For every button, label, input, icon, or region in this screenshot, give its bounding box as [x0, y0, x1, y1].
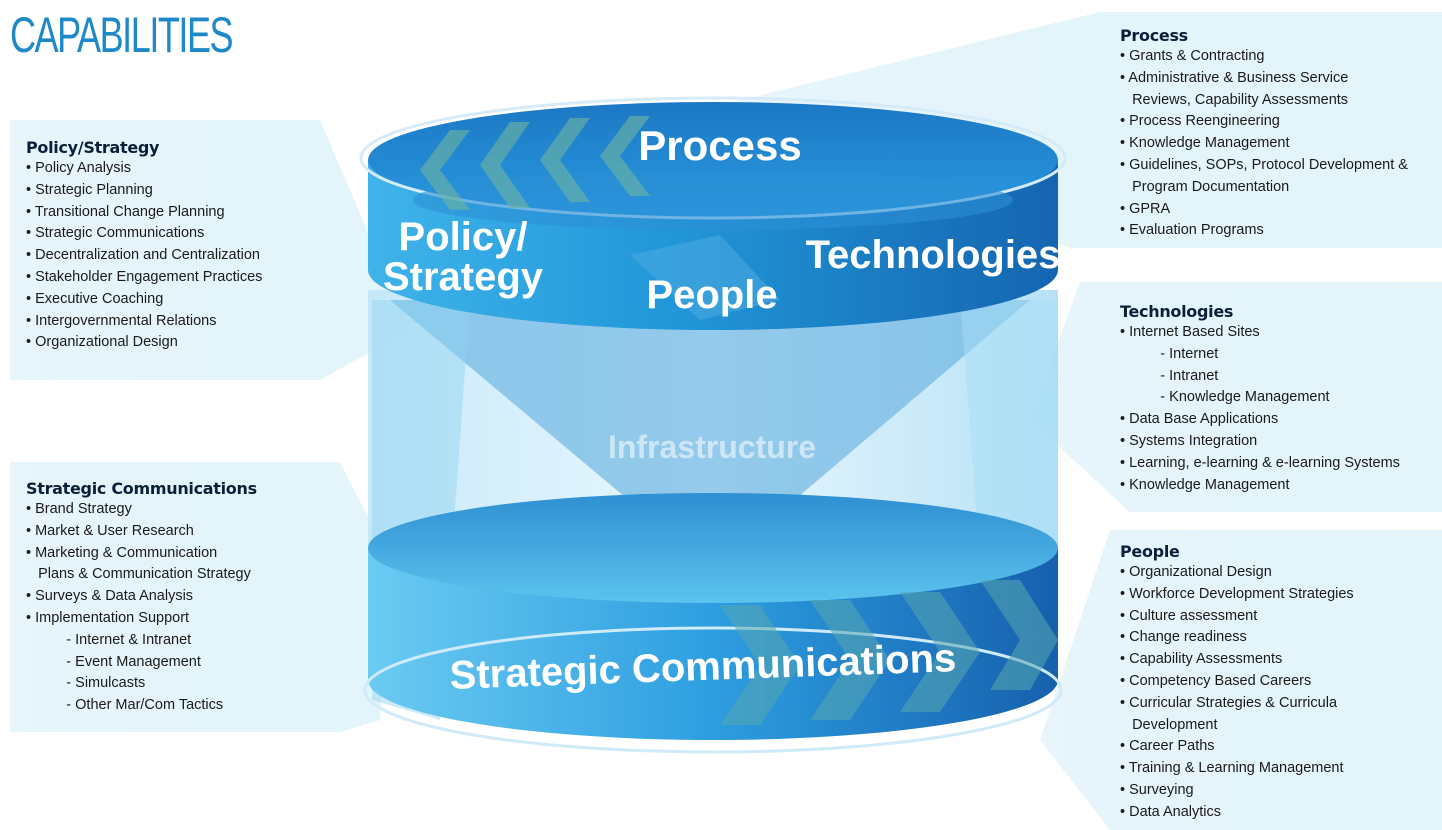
- process-list: • Grants & Contracting • Administrative &…: [1120, 46, 1442, 242]
- infrastructure-label: Infrastructure: [608, 429, 816, 465]
- list-item: • Career Paths: [1120, 738, 1215, 755]
- list-item: - Event Management: [26, 653, 201, 670]
- list-item: • Surveys & Data Analysis: [26, 588, 194, 605]
- list-item: • Data Base Applications: [1120, 411, 1279, 428]
- list-item: Plans & Communication Strategy: [26, 566, 251, 583]
- callout-technologies: [1030, 282, 1442, 512]
- strategic-communications-panel: Strategic Communications • Brand Strateg…: [10, 462, 350, 732]
- process-panel: Process • Grants & Contracting • Administ…: [1100, 12, 1442, 248]
- list-item: • Internet Based Sites: [1120, 324, 1260, 340]
- list-item: - Internet: [1120, 345, 1219, 362]
- callout-policy: [10, 120, 410, 380]
- list-item: Reviews, Capability Assessments: [1120, 91, 1349, 108]
- policy-strategy-panel: Policy/Strategy • Policy Analysis • Strat…: [10, 120, 320, 380]
- technologies-heading: Technologies: [1120, 302, 1234, 321]
- list-item: • Workforce Development Strategies: [1120, 585, 1354, 602]
- list-item: - Simulcasts: [26, 675, 146, 692]
- list-item: • Brand Strategy: [26, 501, 132, 517]
- list-item: • Strategic Communications: [26, 225, 205, 242]
- callout-connectors: [10, 12, 1442, 830]
- list-item: • Evaluation Programs: [1120, 222, 1264, 239]
- bottom-band-top: [368, 493, 1058, 603]
- list-item: • Process Reengineering: [1120, 113, 1280, 130]
- list-item: • Transitional Change Planning: [26, 203, 225, 220]
- list-item: Program Documentation: [1120, 178, 1290, 195]
- list-item: • Strategic Planning: [26, 181, 153, 198]
- people-list: • Organizational Design • Workforce Devel…: [1120, 562, 1442, 824]
- list-item: • Stakeholder Engagement Practices: [26, 268, 263, 285]
- callout-people: [1040, 530, 1442, 830]
- list-item: • Systems Integration: [1120, 432, 1258, 449]
- process-heading: Process: [1120, 26, 1188, 45]
- list-item: • Organizational Design: [26, 334, 178, 351]
- bottom-ring: [363, 626, 1063, 754]
- technologies-label: Technologies: [806, 233, 1061, 277]
- list-item: • Knowledge Management: [1120, 135, 1290, 152]
- technologies-panel: Technologies • Internet Based Sites - In…: [1100, 282, 1442, 512]
- bottom-chevrons: [720, 580, 1058, 725]
- funnel-right-ray: [960, 300, 1058, 560]
- list-item: • Marketing & Communication: [26, 544, 218, 561]
- list-item: • Decentralization and Centralization: [26, 247, 260, 264]
- list-item: • Learning, e-learning & e-learning Syst…: [1120, 454, 1400, 471]
- technologies-list: • Internet Based Sites - Internet - Intr…: [1120, 322, 1442, 496]
- process-label: Process: [638, 122, 801, 169]
- list-item: • Data Analytics: [1120, 803, 1221, 820]
- list-item: • Knowledge Management: [1120, 476, 1290, 493]
- list-item: • Administrative & Business Service: [1120, 69, 1349, 86]
- list-item: • Curricular Strategies & Curricula: [1120, 694, 1338, 711]
- policy-strategy-list: • Policy Analysis • Strategic Planning • T…: [26, 158, 320, 354]
- list-item: • Organizational Design: [1120, 564, 1272, 580]
- list-item: Development: [1120, 716, 1218, 733]
- list-item: • Intergovernmental Relations: [26, 312, 217, 329]
- top-chevrons: [420, 116, 650, 210]
- list-item: • GPRA: [1120, 200, 1171, 217]
- funnel-triangle: [390, 300, 1030, 570]
- list-item: • Implementation Support: [26, 609, 190, 626]
- callout-process: [700, 12, 1442, 248]
- list-item: • Executive Coaching: [26, 290, 164, 307]
- people-panel: People • Organizational Design • Workforc…: [1100, 530, 1442, 830]
- strategic-communications-list: • Brand Strategy • Market & User Research…: [26, 499, 350, 717]
- callout-strategic: [10, 462, 390, 732]
- policy-strategy-heading: Policy/Strategy: [26, 138, 160, 157]
- list-item: • Training & Learning Management: [1120, 760, 1344, 777]
- policy-label-line2: Strategy: [383, 255, 544, 299]
- page-title: CAPABILITIES: [10, 7, 234, 63]
- list-item: • Market & User Research: [26, 522, 194, 539]
- people-heading: People: [1120, 542, 1180, 561]
- list-item: - Other Mar/Com Tactics: [26, 697, 224, 714]
- list-item: - Knowledge Management: [1120, 389, 1330, 406]
- strategic-communications-heading: Strategic Communications: [26, 479, 257, 498]
- people-wedge: [630, 235, 780, 320]
- list-item: - Intranet: [1120, 367, 1219, 384]
- people-label: People: [646, 273, 777, 317]
- list-item: • Culture assessment: [1120, 607, 1258, 624]
- list-item: • Surveying: [1120, 781, 1194, 798]
- list-item: • Competency Based Careers: [1120, 672, 1312, 689]
- policy-label-line1: Policy/: [399, 215, 528, 259]
- list-item: • Guidelines, SOPs, Protocol Development…: [1120, 156, 1408, 173]
- list-item: - Internet & Intranet: [26, 631, 192, 648]
- list-item: • Capability Assessments: [1120, 651, 1283, 668]
- list-item: • Policy Analysis: [26, 160, 132, 176]
- bottom-band: [368, 548, 1058, 740]
- list-item: • Grants & Contracting: [1120, 48, 1265, 64]
- list-item: • Change readiness: [1120, 629, 1247, 646]
